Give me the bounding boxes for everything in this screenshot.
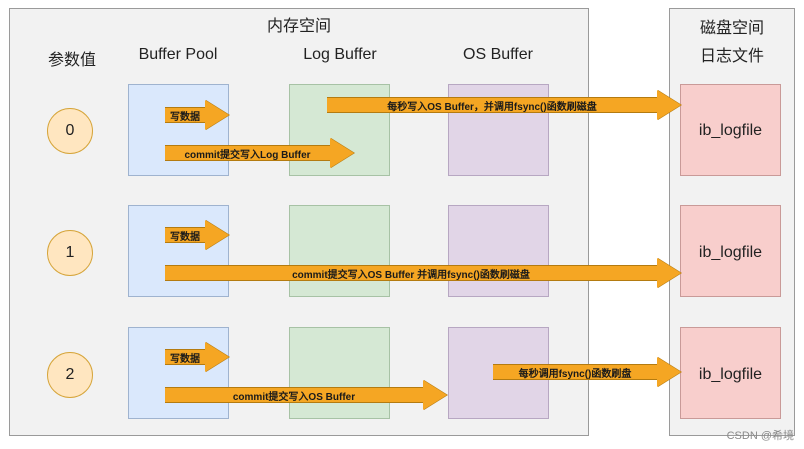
param-value-circle: 2 xyxy=(47,352,93,398)
arrow-head-icon xyxy=(657,90,681,120)
write-data-arrow-label: 写数据 xyxy=(165,107,205,123)
commit-arrow: commit提交写入OS Buffer 并调用fsync()函数刷磁盘 xyxy=(165,258,681,288)
flush-arrow-label: 每秒调用fsync()函数刷盘 xyxy=(493,364,657,380)
log-buffer-box xyxy=(289,327,390,419)
arrow-head-icon xyxy=(330,138,354,168)
disk-log-file-label: ib_logfile xyxy=(698,244,763,261)
column-header-log-buffer: Log Buffer xyxy=(303,46,377,63)
watermark: CSDN @希境 xyxy=(726,430,794,442)
write-data-arrow-label: 写数据 xyxy=(165,349,205,365)
memory-title: 内存空间 xyxy=(266,18,331,35)
disk-log-file-label: ib_logfile xyxy=(698,366,763,383)
disk-title-line1: 磁盘空间 xyxy=(699,20,764,37)
column-header-buffer-pool: Buffer Pool xyxy=(138,46,218,63)
log-buffer-box xyxy=(289,205,390,297)
commit-arrow-label: commit提交写入Log Buffer xyxy=(165,145,330,161)
commit-arrow: commit提交写入Log Buffer xyxy=(165,138,354,168)
param-value-circle: 1 xyxy=(47,230,93,276)
write-data-arrow: 写数据 xyxy=(165,100,229,130)
param-value-circle: 0 xyxy=(47,108,93,154)
commit-arrow-label: commit提交写入OS Buffer xyxy=(165,387,423,403)
os-buffer-box xyxy=(448,205,549,297)
flush-arrow: 每秒调用fsync()函数刷盘 xyxy=(493,357,681,387)
arrow-head-icon xyxy=(657,258,681,288)
write-data-arrow: 写数据 xyxy=(165,342,229,372)
column-header-os-buffer: OS Buffer xyxy=(463,46,533,63)
column-header-param: 参数值 xyxy=(47,52,96,69)
flush-arrow-label: 每秒写入OS Buffer，并调用fsync()函数刷磁盘 xyxy=(327,97,657,113)
write-data-arrow: 写数据 xyxy=(165,220,229,250)
flush-arrow: 每秒写入OS Buffer，并调用fsync()函数刷磁盘 xyxy=(327,90,681,120)
arrow-head-icon xyxy=(205,342,229,372)
commit-arrow-label: commit提交写入OS Buffer 并调用fsync()函数刷磁盘 xyxy=(165,265,657,281)
disk-log-file-box xyxy=(680,84,781,176)
arrow-head-icon xyxy=(205,100,229,130)
disk-title-line2: 日志文件 xyxy=(699,48,764,65)
arrow-head-icon xyxy=(423,380,447,410)
arrow-head-icon xyxy=(657,357,681,387)
arrow-head-icon xyxy=(205,220,229,250)
disk-log-file-label: ib_logfile xyxy=(698,122,763,139)
write-data-arrow-label: 写数据 xyxy=(165,227,205,243)
commit-arrow: commit提交写入OS Buffer xyxy=(165,380,447,410)
disk-log-file-box xyxy=(680,205,781,297)
disk-log-file-box xyxy=(680,327,781,419)
